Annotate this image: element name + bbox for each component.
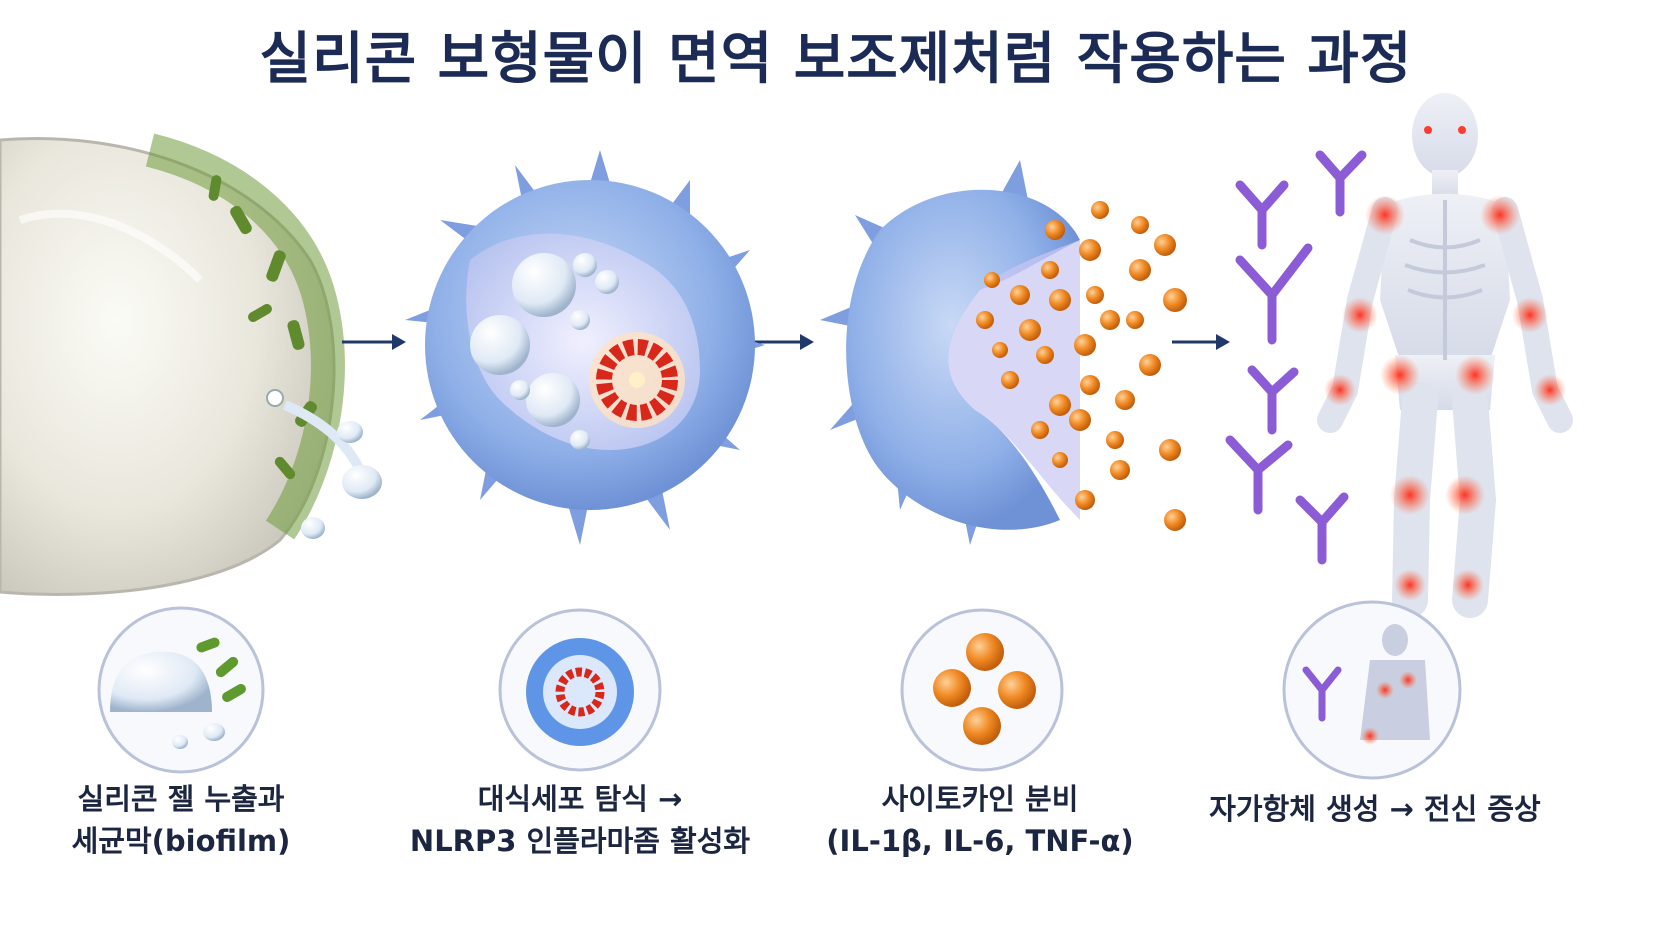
step-3-line1: 사이토카인 분비 xyxy=(881,782,1079,816)
arrow-right-icon xyxy=(342,334,406,350)
step-1-line1: 실리콘 젤 누출과 xyxy=(77,782,285,816)
step-4-caption: 자가항체 생성 → 전신 증상 xyxy=(1185,788,1565,830)
step-2-line2: NLRP3 인플라마좀 활성화 xyxy=(409,824,751,858)
cytokine-release xyxy=(820,160,1187,545)
macrophage-icon xyxy=(405,150,765,545)
body-icon xyxy=(1317,93,1573,618)
badge-antibody xyxy=(1282,600,1462,780)
badge-implant xyxy=(97,606,265,774)
step-1-caption: 실리콘 젤 누출과 세균막(biofilm) xyxy=(36,778,326,862)
step-3-line2: (IL-1β, IL-6, TNF-α) xyxy=(826,824,1134,858)
page-title: 실리콘 보형물이 면역 보조제처럼 작용하는 과정 xyxy=(259,27,1413,92)
step-3-caption: 사이토카인 분비 (IL-1β, IL-6, TNF-α) xyxy=(820,778,1140,862)
arrow-right-icon xyxy=(752,334,814,350)
badge-cytokine xyxy=(900,608,1064,772)
antibody-icon xyxy=(1225,150,1367,565)
arrow-right-icon xyxy=(1172,334,1230,350)
step-4-line1: 자가항체 생성 → 전신 증상 xyxy=(1209,792,1541,826)
badge-macrophage xyxy=(498,608,662,772)
step-1-line2: 세균막(biofilm) xyxy=(71,824,291,858)
step-2-line1: 대식세포 탐식 → xyxy=(477,782,683,816)
step-2-caption: 대식세포 탐식 → NLRP3 인플라마좀 활성화 xyxy=(400,778,760,862)
implant-icon xyxy=(0,133,382,596)
